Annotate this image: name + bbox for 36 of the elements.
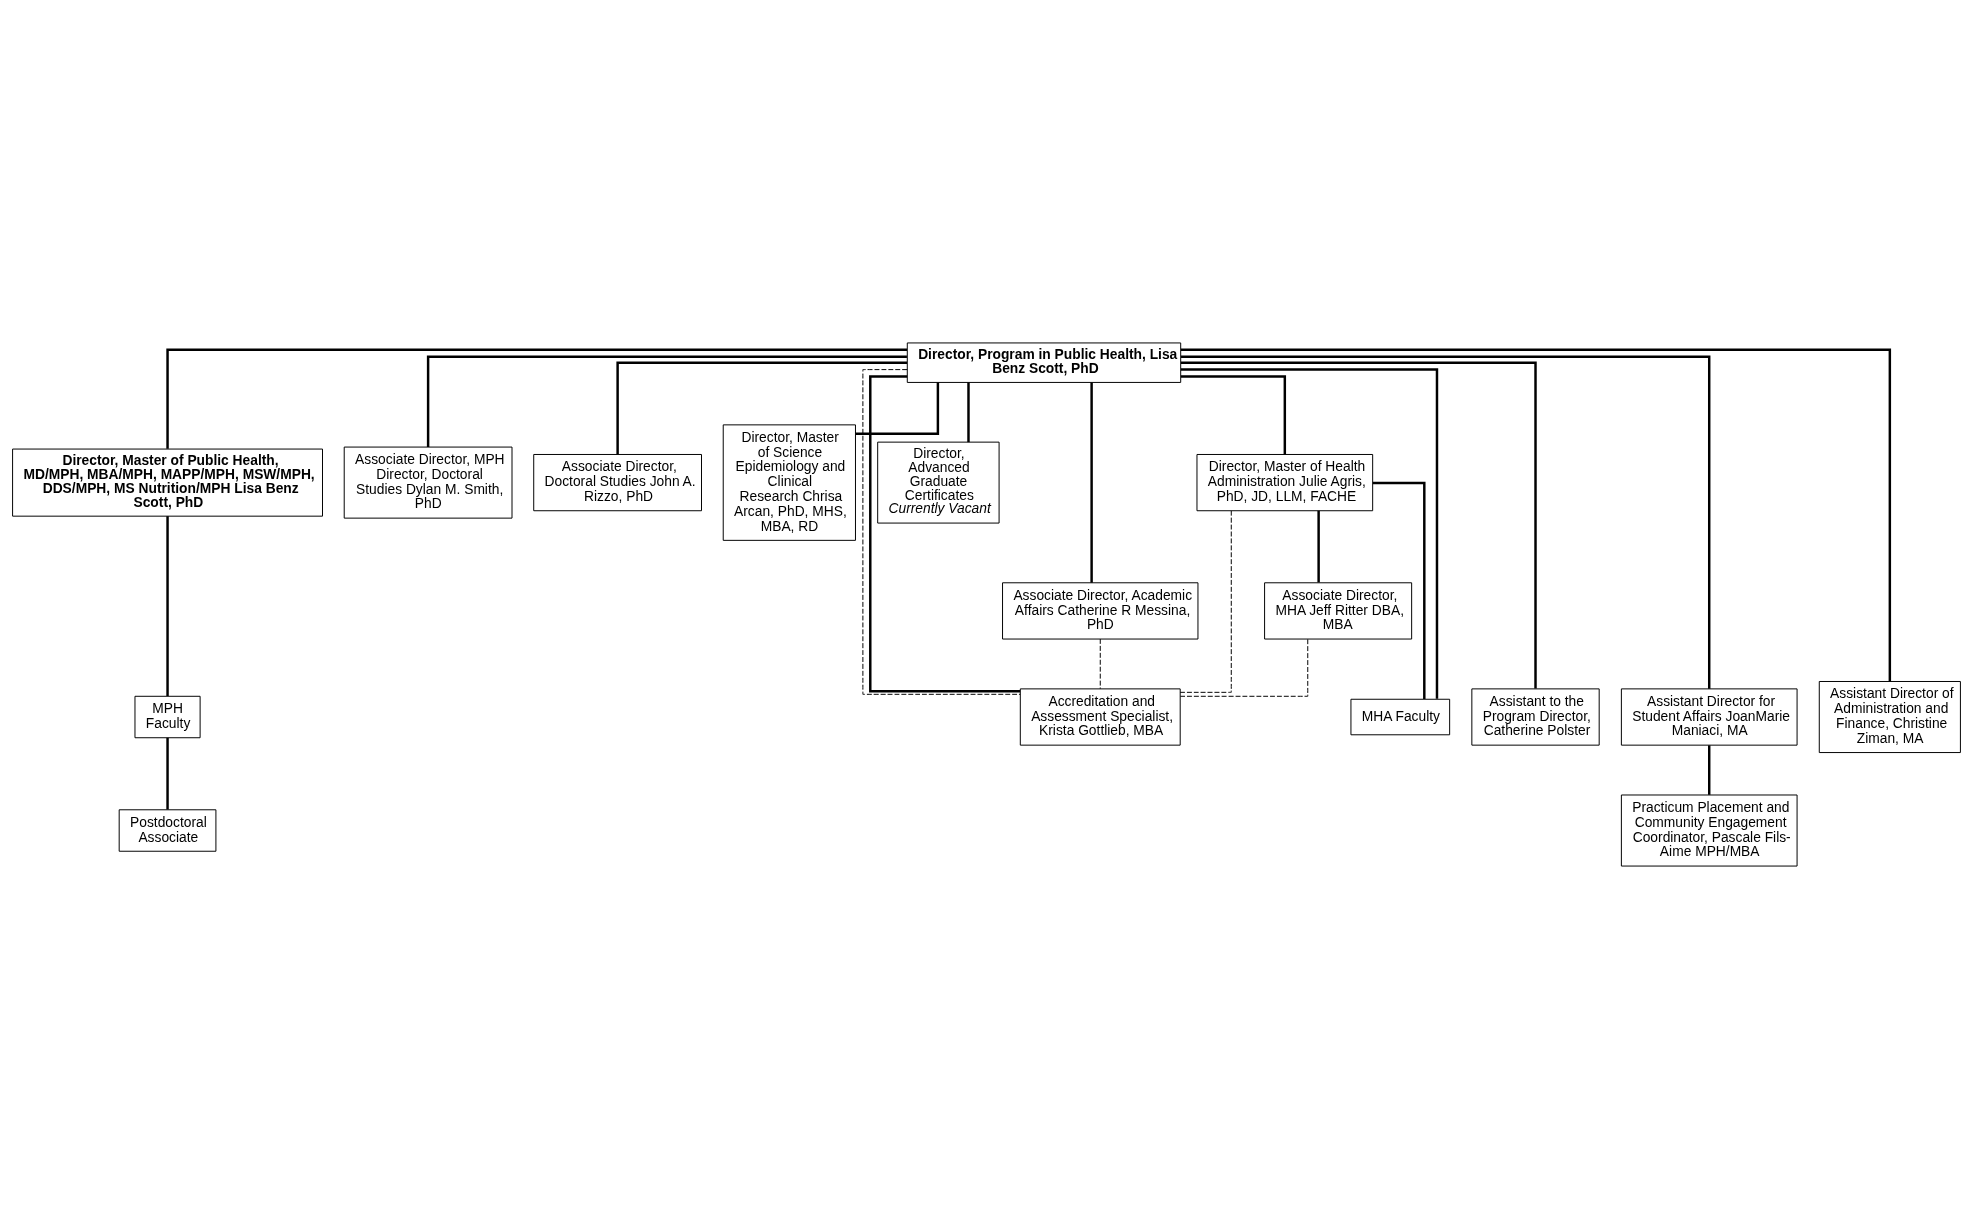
connector xyxy=(967,382,970,443)
connector xyxy=(1179,510,1232,693)
connector xyxy=(1708,745,1711,795)
node-box: Postdoctoral Associate xyxy=(118,809,217,852)
connector xyxy=(426,355,907,447)
connector xyxy=(166,516,169,696)
node-box: MPH Faculty xyxy=(134,695,201,739)
node-box: Assistant Director for Student Affairs JoanMarie Maniaci, MA xyxy=(1620,688,1798,746)
connector xyxy=(1180,375,1287,455)
node-box: Associate Director, Academic Affairs Catherine R Messina, PhD xyxy=(1002,582,1199,640)
node-box: Director, Master of Science Epidemiology and Clinical Research Chrisa Arcan, PhD, MHS, MBA, RD xyxy=(722,424,856,541)
connector xyxy=(1180,368,1439,699)
node-box: Accreditation and Assessment Specialist, Krista Gottlieb, MBA xyxy=(1019,688,1181,746)
node-box: Associate Director, MPH Director, Doctoral Studies Dylan M. Smith, PhD xyxy=(343,446,513,519)
connector xyxy=(1372,481,1426,700)
node-box: Assistant to the Program Director, Catherine Polster xyxy=(1471,688,1600,746)
connector xyxy=(616,361,908,455)
node-box: Associate Director, Doctoral Studies John A. Rizzo, PhD xyxy=(533,454,702,512)
node-box: Practicum Placement and Community Engagement Coordinator, Pascale Fils-Aime MPH/MBA xyxy=(1620,794,1798,867)
connector xyxy=(1099,638,1101,690)
connector xyxy=(1180,361,1537,689)
node-box: Director, Advanced Graduate Certificates Currently Vacant xyxy=(877,441,1000,524)
node-box: MHA Faculty xyxy=(1350,698,1451,736)
connector xyxy=(1090,382,1093,583)
connector xyxy=(1180,638,1309,697)
connector xyxy=(166,737,169,810)
connector xyxy=(1317,510,1320,583)
connector xyxy=(1181,355,1711,689)
connector xyxy=(1180,348,1892,682)
connector xyxy=(855,382,940,435)
connector xyxy=(166,348,908,449)
node-box: Assistant Director of Administration and Finance, Christine Ziman, MA xyxy=(1818,681,1961,754)
node-box: Director, Program in Public Health, Lisa Benz Scott, PhD xyxy=(906,342,1182,383)
node-box: Director, Master of Public Health, MD/MPH, MBA/MPH, MAPP/MPH, MSW/MPH, DDS/MPH, MS Nutrition/MPH Lisa Benz Scott, PhD xyxy=(12,448,323,517)
node-box: Associate Director, MHA Jeff Ritter DBA, MBA xyxy=(1264,582,1413,640)
node-box: Director, Master of Health Administration Julie Agris, PhD, JD, LLM, FACHE xyxy=(1196,454,1374,512)
